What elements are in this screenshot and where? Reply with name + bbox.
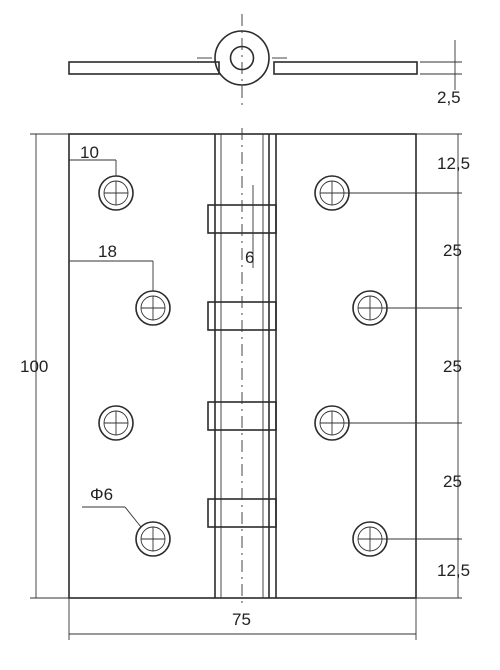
screw-hole-left-1 bbox=[98, 175, 134, 211]
screw-hole-left-4 bbox=[135, 521, 171, 557]
dim-spacing-1: 25 bbox=[443, 241, 462, 260]
offset-dimensions bbox=[69, 159, 154, 528]
dim-spacing-3: 25 bbox=[443, 472, 462, 491]
dim-thickness: 2,5 bbox=[437, 88, 461, 107]
height-dimension bbox=[30, 133, 69, 599]
dim-inner-offset: 18 bbox=[98, 242, 117, 261]
top-view bbox=[68, 14, 462, 106]
dim-bottom-margin: 12,5 bbox=[437, 561, 470, 580]
dim-width: 75 bbox=[232, 610, 251, 629]
width-dimension bbox=[68, 598, 417, 640]
top-leaf-left bbox=[68, 61, 220, 75]
right-dimensions bbox=[332, 133, 462, 599]
hinge-outline bbox=[68, 133, 417, 599]
phi6-leader-d bbox=[124, 506, 142, 528]
top-leaf-right bbox=[273, 61, 418, 75]
dim-top-margin: 12,5 bbox=[437, 154, 470, 173]
dim-left-edge-offset: 10 bbox=[80, 143, 99, 162]
dim-hole-diameter: Φ6 bbox=[90, 485, 113, 504]
dim-height: 100 bbox=[20, 357, 48, 376]
screw-hole-left-2 bbox=[135, 290, 171, 326]
front-view bbox=[68, 128, 417, 605]
dim-knuckle-diameter: 6 bbox=[245, 248, 254, 267]
screw-hole-left-3 bbox=[98, 405, 134, 441]
dim-spacing-2: 25 bbox=[443, 357, 462, 376]
